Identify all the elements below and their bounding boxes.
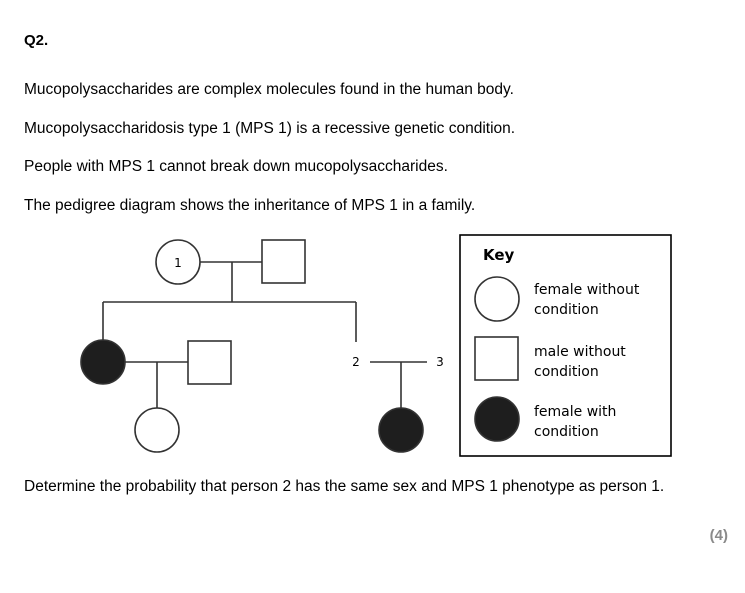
gen3-female-unaffected <box>134 407 180 453</box>
gen1-male-unaffected <box>261 239 306 284</box>
key-item-3-line-1: female with <box>534 404 616 420</box>
key-female-unaffected-symbol <box>474 276 520 322</box>
marks-label: (4) <box>709 527 728 544</box>
question-number: Q2. <box>24 32 49 49</box>
intro-paragraph-1: Mucopolysaccharides are complex molecule… <box>24 81 514 98</box>
person-1-label: 1 <box>174 256 182 270</box>
gen3-female-affected <box>378 407 424 453</box>
intro-paragraph-2: Mucopolysaccharidosis type 1 (MPS 1) is … <box>24 120 516 137</box>
key-female-affected-symbol <box>474 396 520 442</box>
intro-paragraph-4: The pedigree diagram shows the inheritan… <box>24 197 476 214</box>
key-item-3-line-2: condition <box>534 424 599 440</box>
gen2-male-unaffected <box>187 340 232 385</box>
question-prompt: Determine the probability that person 2 … <box>24 478 665 495</box>
key-title: Key <box>483 246 515 264</box>
key-item-1-line-1: female without <box>534 282 640 298</box>
person-2-label: 2 <box>352 355 360 369</box>
intro-paragraph-3: People with MPS 1 cannot break down muco… <box>24 158 448 175</box>
key-male-unaffected-symbol <box>474 336 519 381</box>
key-item-2-line-2: condition <box>534 364 599 380</box>
key-item-1-line-2: condition <box>534 302 599 318</box>
gen2-female-affected <box>80 339 126 385</box>
key-item-2-line-1: male without <box>534 344 626 360</box>
person-3-label: 3 <box>436 355 444 369</box>
